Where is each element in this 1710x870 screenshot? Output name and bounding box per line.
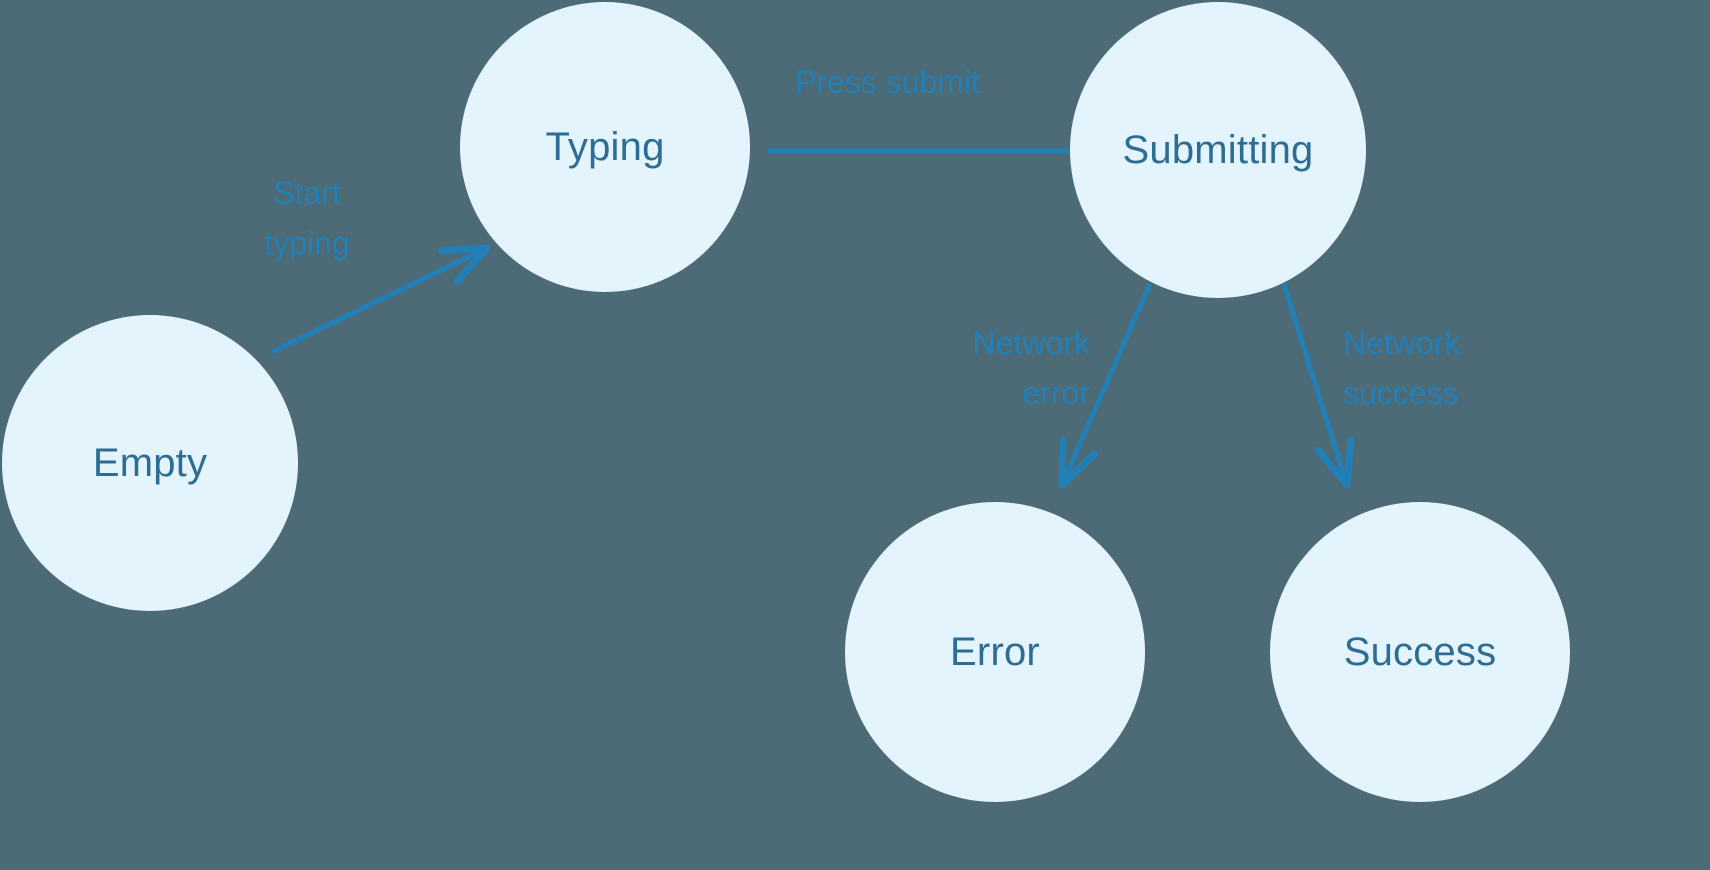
edge-submitting-to-success	[1281, 283, 1347, 485]
state-node-label: Submitting	[1122, 127, 1314, 172]
state-node-label: Success	[1343, 629, 1497, 674]
state-node-typing[interactable]: Typing	[460, 2, 750, 292]
state-node-success[interactable]: Success	[1270, 502, 1570, 802]
state-node-empty[interactable]: Empty	[2, 315, 298, 611]
state-node-label: Typing	[545, 124, 665, 169]
state-node-error[interactable]: Error	[845, 502, 1145, 802]
state-node-label: Empty	[92, 440, 208, 485]
edge-empty-to-typing	[270, 248, 487, 355]
edge-label-start-typing: Start typing	[264, 175, 350, 261]
state-node-submitting[interactable]: Submitting	[1070, 2, 1366, 298]
edge-submitting-to-error	[1062, 282, 1153, 485]
state-node-label: Error	[950, 629, 1040, 674]
edge-label-network-success: Network success	[1343, 325, 1461, 411]
edge-label-press-submit: Press submit	[795, 64, 980, 100]
edge-label-network-error: Network error	[972, 325, 1090, 411]
